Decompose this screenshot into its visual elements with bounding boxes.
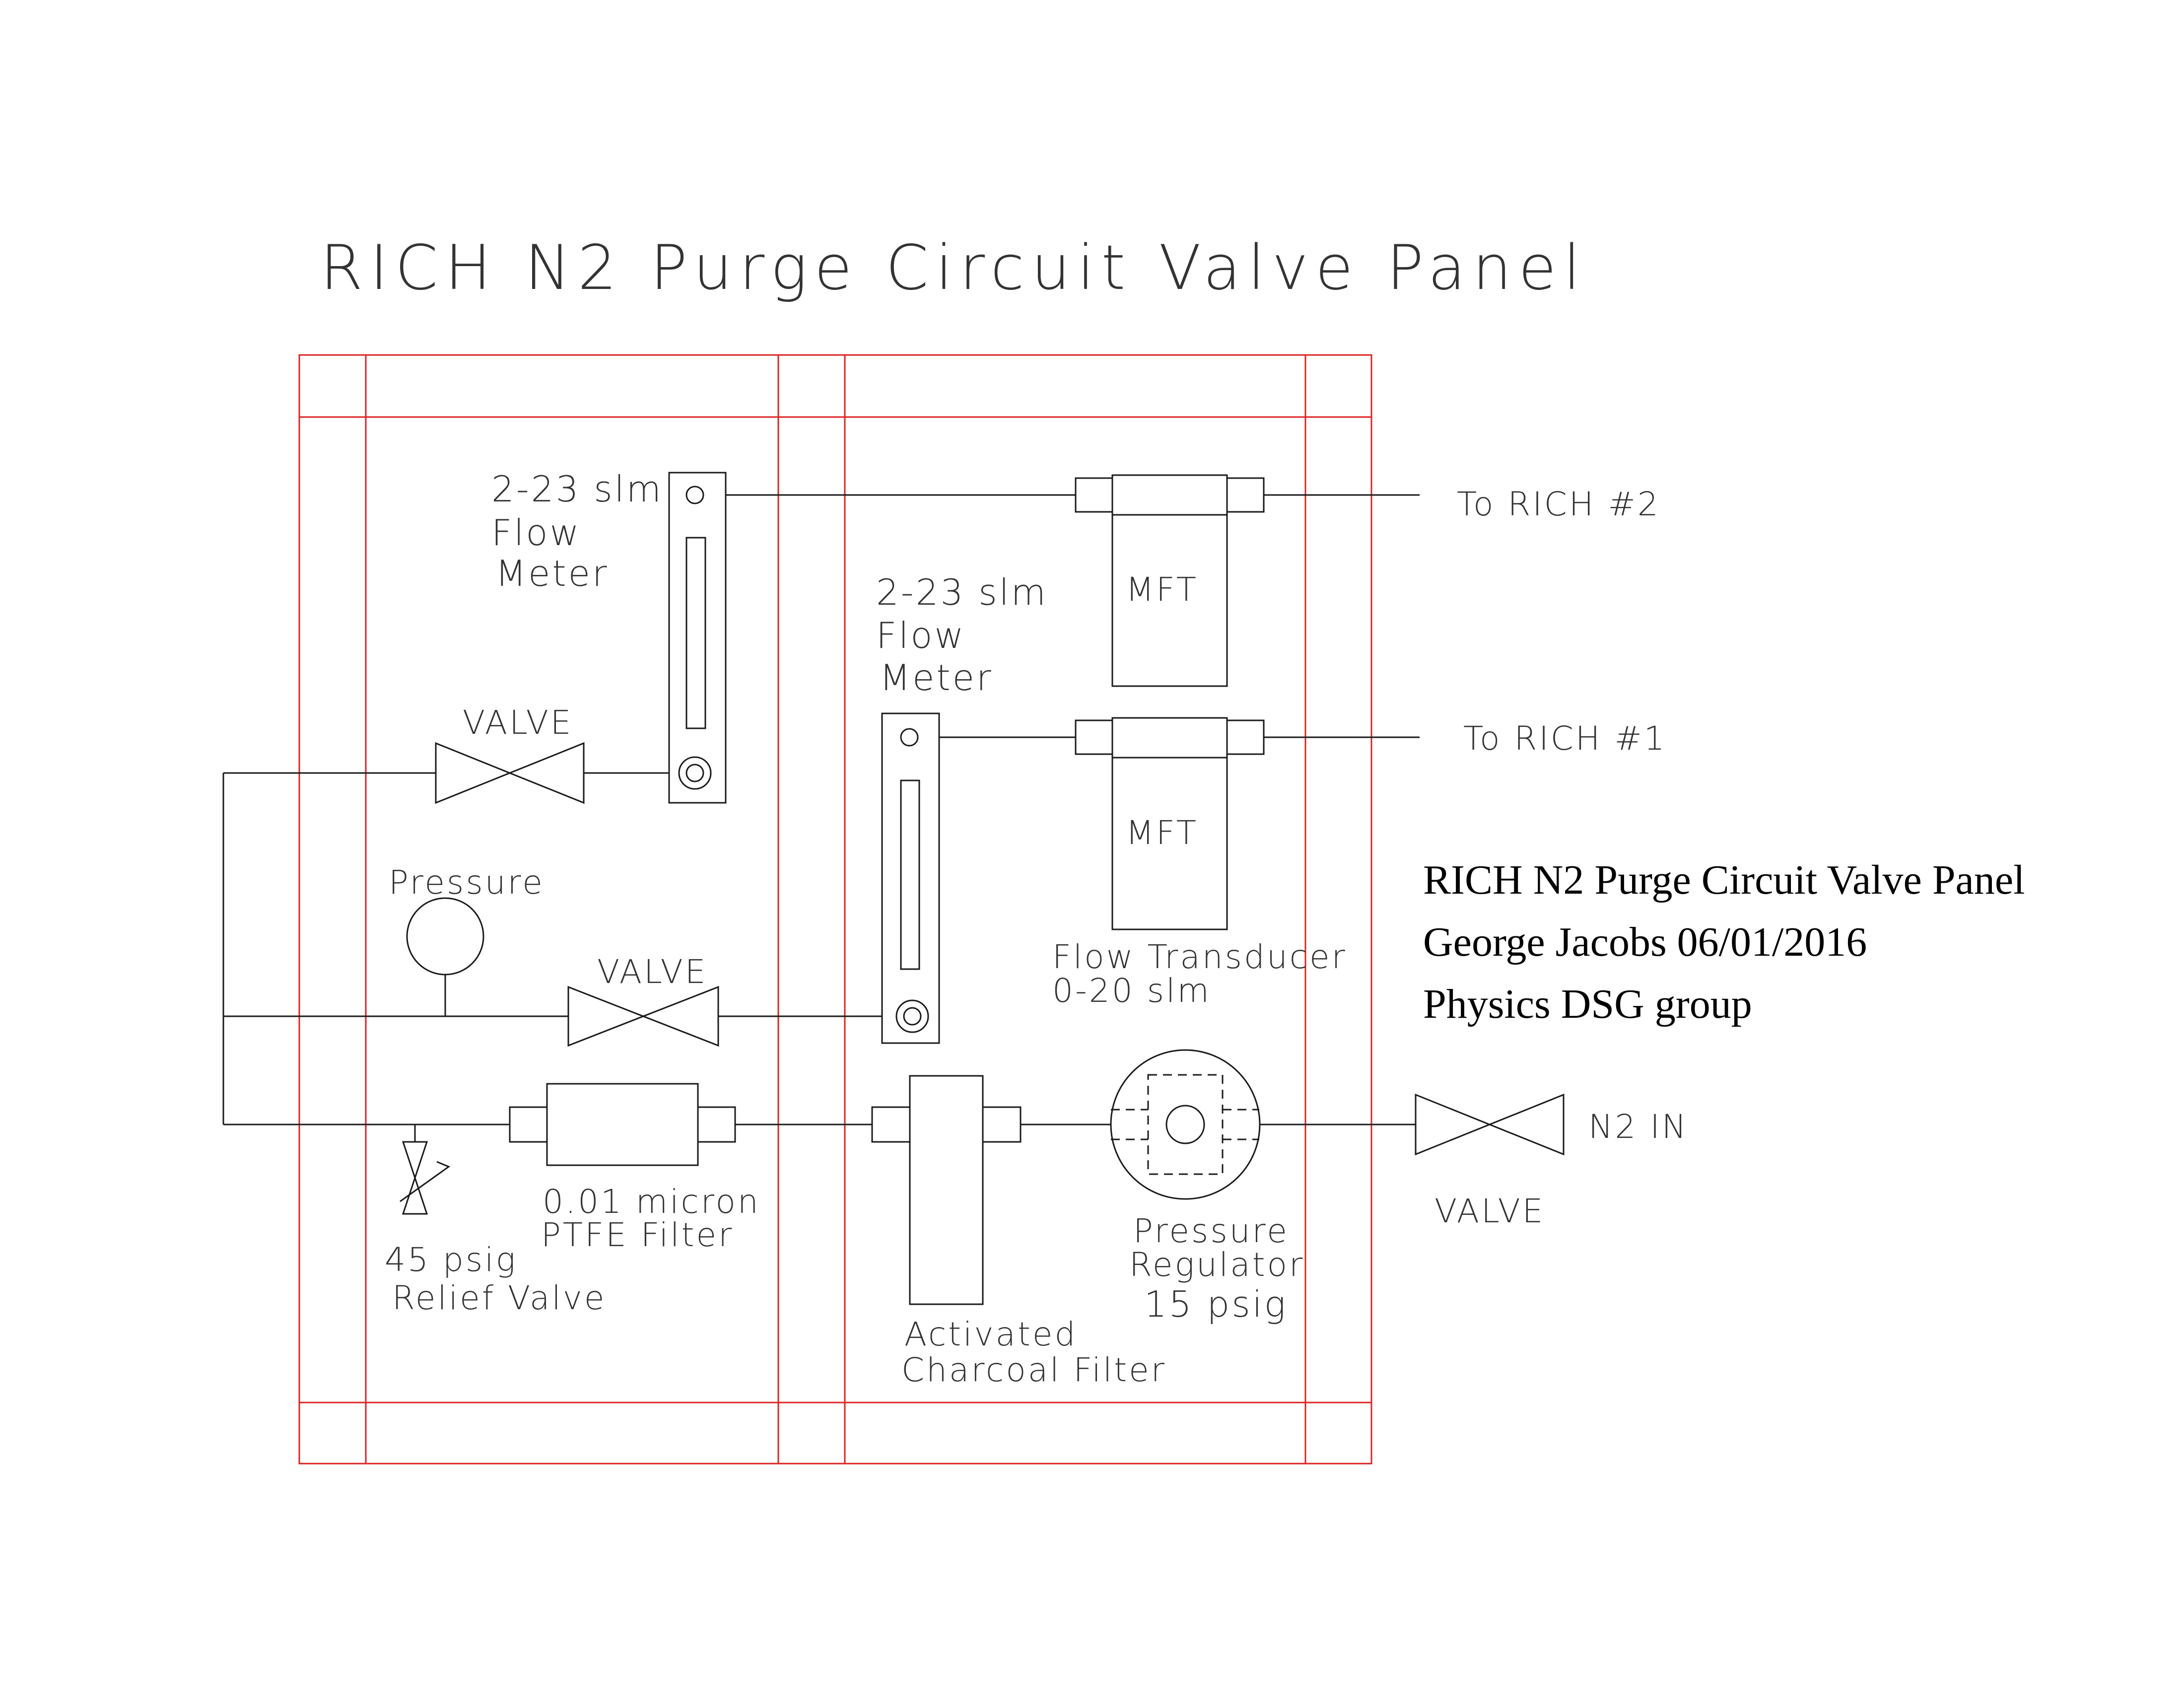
valve-symbol xyxy=(567,985,719,1047)
flow-meter-tube xyxy=(900,779,920,970)
valve-middle: VALVE xyxy=(567,953,719,1047)
flow-meter-tube xyxy=(685,537,706,729)
port-to-rich-1: To RICH #1 xyxy=(1463,719,1667,758)
flow-meter-upper-line3: Meter xyxy=(495,553,609,594)
flow-meter-outlet-port xyxy=(685,486,704,504)
pressure-gauge: Pressure xyxy=(389,863,545,976)
pressure-regulator-line2: Regulator xyxy=(1129,1246,1304,1284)
charcoal-filter: Activated Charcoal Filter xyxy=(871,1075,1166,1389)
pressure-regulator-line3: 15 psig xyxy=(1144,1283,1288,1325)
relief-valve: 45 psig Relief Valve xyxy=(385,1141,606,1317)
regulator-dashed-outline xyxy=(1147,1074,1224,1175)
valve-symbol xyxy=(1415,1093,1565,1156)
regulator-knob xyxy=(1165,1105,1205,1144)
note-author-date: George Jacobs 06/01/2016 xyxy=(1423,919,1867,965)
flow-meter-knob-inner xyxy=(903,1007,922,1026)
mft-fitting xyxy=(1075,477,1113,513)
flow-transducer-line2: 0-20 slm xyxy=(1052,972,1211,1010)
note-group: Physics DSG group xyxy=(1423,981,1752,1027)
mft-fitting xyxy=(1226,477,1265,513)
filter-fitting xyxy=(509,1106,548,1143)
note-title: RICH N2 Purge Circuit Valve Panel xyxy=(1423,857,2025,903)
mft-lower: MFT xyxy=(1075,717,1265,930)
relief-valve-symbol xyxy=(402,1141,428,1215)
panel-outline xyxy=(298,354,1372,1465)
mft-fitting xyxy=(1075,719,1113,755)
flow-meter-lower-line1: 2-23 slm xyxy=(876,571,1048,613)
flow-meter-upper-line1: 2-23 slm xyxy=(491,468,663,510)
filter-fitting xyxy=(982,1106,1022,1143)
mft-upper: MFT xyxy=(1075,474,1265,687)
mft-upper-label: MFT xyxy=(1126,570,1198,609)
filter-body xyxy=(909,1075,984,1305)
filter-fitting xyxy=(871,1106,911,1143)
valve-upper: VALVE xyxy=(435,703,585,804)
pressure-regulator: Pressure Regulator 15 psig xyxy=(1110,1049,1304,1325)
valve-inlet: VALVE xyxy=(1415,1093,1565,1230)
ptfe-filter: 0.01 micron PTFE Filter xyxy=(509,1083,760,1254)
ptfe-filter-line2: PTFE Filter xyxy=(541,1216,734,1254)
charcoal-filter-line1: Activated xyxy=(904,1315,1077,1353)
pressure-gauge-label: Pressure xyxy=(389,863,545,902)
ptfe-filter-line1: 0.01 micron xyxy=(543,1183,760,1221)
mft-body xyxy=(1111,514,1228,687)
valve-upper-label: VALVE xyxy=(463,703,573,742)
mft-body xyxy=(1111,757,1228,930)
port-to-rich-2: To RICH #2 xyxy=(1457,485,1660,523)
mft-header xyxy=(1111,717,1228,759)
filter-body xyxy=(546,1083,699,1166)
valve-symbol xyxy=(435,742,585,804)
relief-valve-spring xyxy=(400,1161,451,1202)
flow-meter-upper: 2-23 slm Flow Meter xyxy=(491,468,727,804)
flow-transducer-line1: Flow Transducer xyxy=(1052,938,1347,976)
piping xyxy=(222,494,1420,1142)
flow-meter-knob-inner xyxy=(685,764,704,782)
relief-valve-line1: 45 psig xyxy=(385,1241,517,1279)
mft-lower-label: MFT xyxy=(1126,814,1198,852)
charcoal-filter-line2: Charcoal Filter xyxy=(901,1351,1166,1389)
diagram-title: RICH N2 Purge Circuit Valve Panel xyxy=(320,232,1587,304)
pressure-gauge-dial xyxy=(406,897,484,976)
flow-meter-lower-line3: Meter xyxy=(880,657,993,699)
mft-fitting xyxy=(1226,719,1265,755)
flow-meter-lower-line2: Flow xyxy=(876,615,965,656)
pressure-regulator-line1: Pressure xyxy=(1133,1212,1289,1250)
port-n2-in: N2 IN xyxy=(1588,1108,1688,1146)
valve-middle-label: VALVE xyxy=(597,953,707,991)
panel-frame xyxy=(298,354,1372,1465)
flow-meter-upper-line2: Flow xyxy=(491,512,581,554)
flow-meter-lower: 2-23 slm Flow Meter xyxy=(876,571,1048,1044)
valve-inlet-label: VALVE xyxy=(1434,1192,1545,1230)
relief-valve-line2: Relief Valve xyxy=(392,1279,606,1317)
flow-meter-outlet-port xyxy=(900,728,919,747)
mft-header xyxy=(1111,474,1228,516)
filter-fitting xyxy=(697,1106,736,1143)
